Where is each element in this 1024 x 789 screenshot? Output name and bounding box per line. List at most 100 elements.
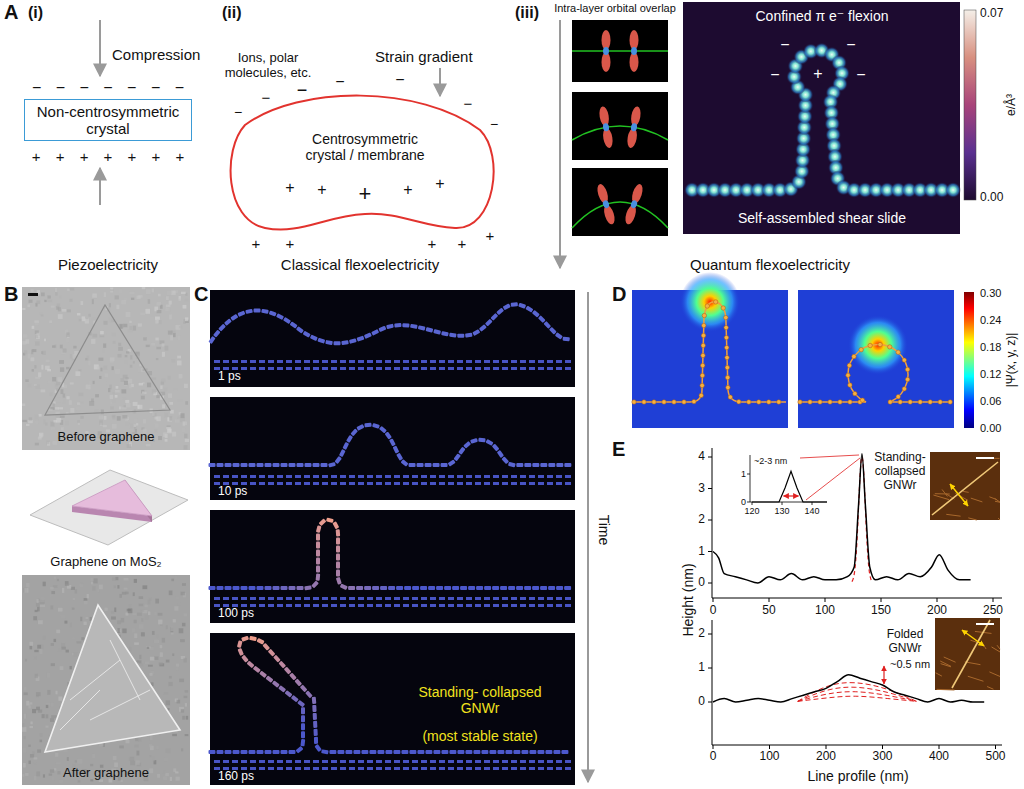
nanoribbon-afm	[952, 620, 990, 688]
image-grain	[178, 602, 181, 605]
colorbar	[964, 10, 976, 200]
substrate-segment	[403, 604, 409, 607]
substrate-segment	[412, 482, 418, 485]
ribbon-segment	[281, 586, 288, 590]
ribbon-segment	[449, 750, 456, 754]
trace-note: Standing- collapsed GNWr	[871, 451, 929, 492]
image-grain	[30, 646, 33, 650]
carbon-site	[724, 315, 728, 319]
ribbon-segment	[345, 750, 352, 754]
image-grain	[46, 441, 49, 445]
tick	[995, 745, 996, 749]
image-grain	[60, 615, 65, 619]
image-grain	[112, 415, 115, 420]
ribbon-segment	[412, 586, 419, 590]
image-grain	[54, 577, 56, 579]
substrate-segment	[250, 475, 256, 478]
carbon-site	[878, 342, 882, 346]
image-grain	[158, 613, 163, 616]
ribbon-trace	[800, 345, 952, 402]
substrate-segment	[295, 597, 301, 600]
substrate-segment	[475, 367, 481, 370]
image-grain	[93, 605, 95, 610]
substrate-segment	[358, 482, 364, 485]
carbon-site	[902, 387, 906, 391]
image-grain	[53, 403, 55, 406]
image-grain	[38, 710, 42, 713]
substrate-segment	[358, 604, 364, 607]
ribbon-segment	[209, 463, 216, 467]
ribbon-segment	[563, 337, 570, 342]
image-grain	[155, 338, 158, 341]
image-grain	[81, 637, 84, 640]
image-grain	[122, 628, 126, 633]
ribbon-segment	[241, 636, 249, 642]
substrate-segment	[223, 475, 229, 478]
image-grain	[80, 617, 82, 621]
image-grain	[43, 774, 45, 777]
image-grain	[170, 627, 173, 632]
image-grain	[125, 739, 129, 743]
substrate-segment	[286, 760, 292, 763]
image-grain	[58, 696, 62, 700]
carbon-site	[818, 400, 822, 404]
ribbon-segment	[325, 340, 333, 345]
scale-bar	[976, 623, 994, 625]
image-grain	[26, 583, 29, 587]
image-grain	[138, 368, 141, 372]
image-grain	[170, 777, 172, 781]
substrate-segment	[340, 604, 346, 607]
image-grain	[185, 439, 189, 442]
image-grain	[171, 291, 175, 295]
ribbon-segment	[336, 537, 340, 544]
image-grain	[59, 360, 64, 364]
substrate-segment	[529, 767, 535, 770]
image-grain	[77, 759, 82, 764]
ribbon-segment	[516, 463, 523, 467]
image-grain	[58, 377, 63, 382]
substrate-segment	[421, 482, 427, 485]
image-grain	[61, 389, 64, 394]
carbon-site	[747, 400, 751, 404]
image-grain	[154, 612, 157, 616]
image-grain	[38, 620, 43, 624]
scale-bar	[976, 457, 994, 459]
ribbon-segment	[393, 446, 400, 454]
carbon-site	[896, 394, 900, 398]
image-grain	[78, 393, 83, 397]
image-grain	[46, 714, 49, 718]
image-grain	[103, 343, 106, 347]
image-grain	[182, 716, 185, 720]
image-grain	[99, 376, 101, 379]
image-grain	[51, 306, 55, 308]
image-grain	[154, 429, 157, 432]
substrate-segment	[358, 767, 364, 770]
surface-charge: −	[395, 71, 404, 89]
ribbon-segment	[237, 311, 245, 317]
image-grain	[111, 611, 114, 614]
substrate-segment	[268, 475, 274, 478]
time-stamp: 1 ps	[218, 370, 241, 384]
ribbon-segment	[316, 542, 320, 549]
ribbon-segment	[371, 329, 379, 336]
image-grain	[77, 402, 80, 405]
membrane-outline-path	[231, 96, 494, 230]
tick-label: 100	[815, 604, 835, 618]
image-grain	[50, 587, 53, 590]
surface-charge: −	[234, 104, 242, 120]
substrate-segment	[430, 360, 436, 363]
image-grain	[129, 604, 132, 609]
ribbon-segment	[316, 558, 320, 565]
charge-sign: −	[780, 36, 789, 54]
bound-charge: +	[317, 181, 326, 199]
atom-core	[602, 199, 610, 208]
carbon-site	[828, 400, 832, 404]
tick	[708, 583, 712, 584]
image-grain	[125, 592, 128, 595]
image-grain	[132, 628, 135, 632]
tick	[708, 457, 712, 458]
ribbon-segment	[257, 750, 264, 754]
image-grain	[62, 588, 64, 593]
image-grain	[136, 751, 139, 756]
substrate-segment	[304, 767, 310, 770]
